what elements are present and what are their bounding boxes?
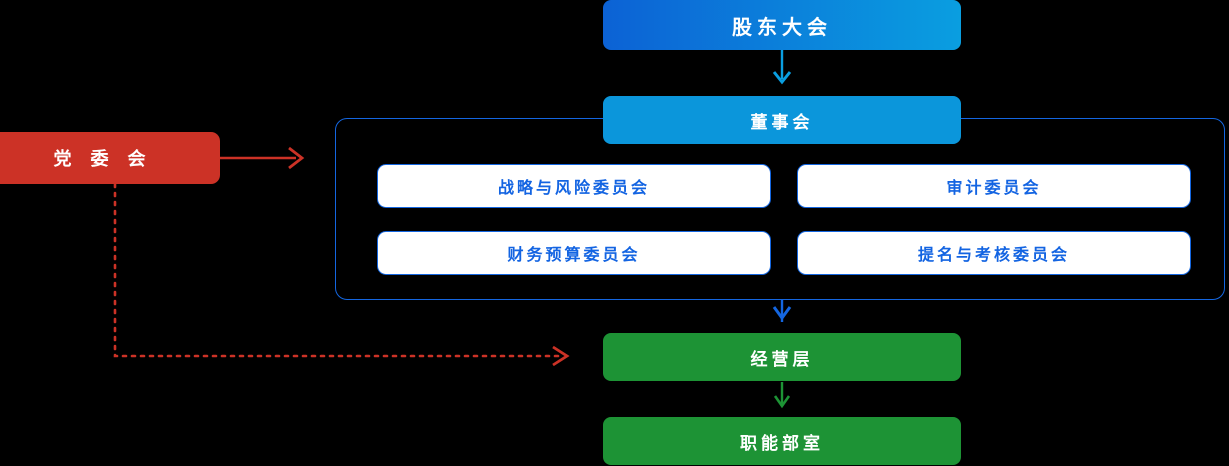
arrow-party-to-management [113,182,570,367]
arrow-board-to-management [772,300,792,322]
node-board-of-directors[interactable]: 董事会 [603,96,961,144]
committee-nomination-and-appraisal[interactable]: 提名与考核委员会 [797,231,1191,275]
arrow-shareholders-to-board [772,50,792,85]
committee-strategy-and-risk[interactable]: 战略与风险委员会 [377,164,771,208]
node-functional-departments[interactable]: 职能部室 [603,417,961,465]
node-party-committee[interactable]: 党 委 会 [0,132,220,184]
arrow-management-to-departments [773,382,791,409]
node-management-layer[interactable]: 经营层 [603,333,961,381]
node-shareholders-meeting[interactable]: 股东大会 [603,0,961,50]
committee-finance-budget[interactable]: 财务预算委员会 [377,231,771,275]
arrow-party-to-board [220,146,305,170]
committee-audit[interactable]: 审计委员会 [797,164,1191,208]
